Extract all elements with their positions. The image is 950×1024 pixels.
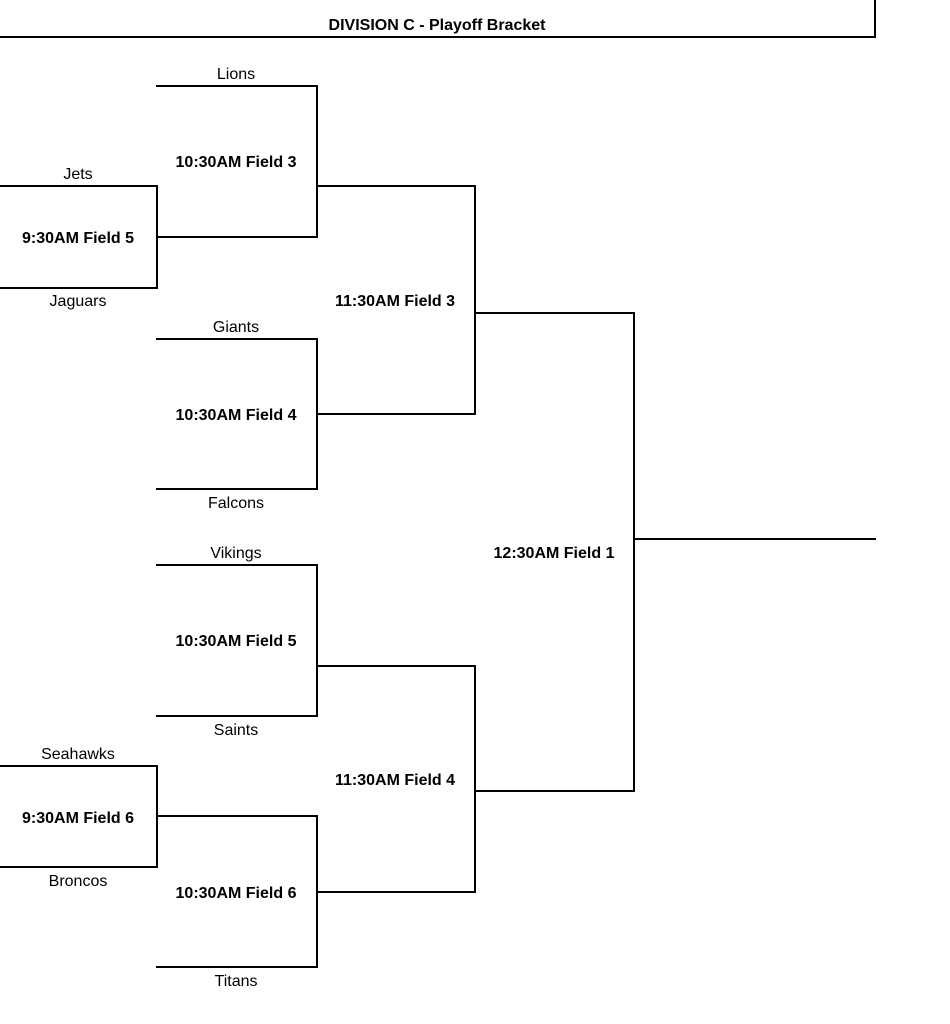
game-r3-bottom: 11:30AM Field 4 [334,772,456,789]
slot-line-r2-g4-winner [316,891,476,893]
slot-line-r3-top-winner [474,312,635,314]
team-falcons: Falcons [207,495,265,512]
slot-line-r2-g2-winner [316,413,476,415]
connector-r3-bottom [474,665,476,893]
slot-line-r1-top-winner [156,236,318,238]
title-box-right-border [874,0,876,38]
slot-line-lions [156,85,318,87]
slot-line-r1-bottom-winner [156,815,318,817]
game-r1-bottom: 9:30AM Field 6 [21,810,135,827]
connector-final [633,312,635,792]
title-box-bottom-border [0,36,876,38]
champion-line [633,538,876,540]
team-lions: Lions [216,66,256,83]
game-final: 12:30AM Field 1 [493,545,615,562]
slot-line-falcons [156,488,318,490]
team-seahawks: Seahawks [41,746,115,763]
game-r3-top: 11:30AM Field 3 [334,293,456,310]
team-vikings: Vikings [210,545,262,562]
slot-line-saints [156,715,318,717]
slot-line-vikings [156,564,318,566]
slot-line-jaguars [0,287,158,289]
team-broncos: Broncos [48,873,108,890]
game-r2-g1: 10:30AM Field 3 [175,154,297,171]
slot-line-seahawks [0,765,158,767]
team-jaguars: Jaguars [49,293,107,310]
slot-line-r2-g1-winner [316,185,476,187]
slot-line-jets [0,185,158,187]
game-r1-top: 9:30AM Field 5 [21,230,135,247]
slot-line-giants [156,338,318,340]
connector-r2-g1 [316,85,318,238]
team-giants: Giants [212,319,260,336]
slot-line-r3-bottom-winner [474,790,635,792]
bracket-title: DIVISION C - Playoff Bracket [328,17,546,34]
team-titans: Titans [214,973,258,990]
slot-line-titans [156,966,318,968]
game-r2-g2: 10:30AM Field 4 [175,407,297,424]
game-r2-g3: 10:30AM Field 5 [175,633,297,650]
connector-r3-top [474,185,476,415]
slot-line-r2-g3-winner [316,665,476,667]
team-saints: Saints [213,722,259,739]
slot-line-broncos [0,866,158,868]
connector-r2-g3 [316,564,318,717]
team-jets: Jets [63,166,93,183]
game-r2-g4: 10:30AM Field 6 [175,885,297,902]
